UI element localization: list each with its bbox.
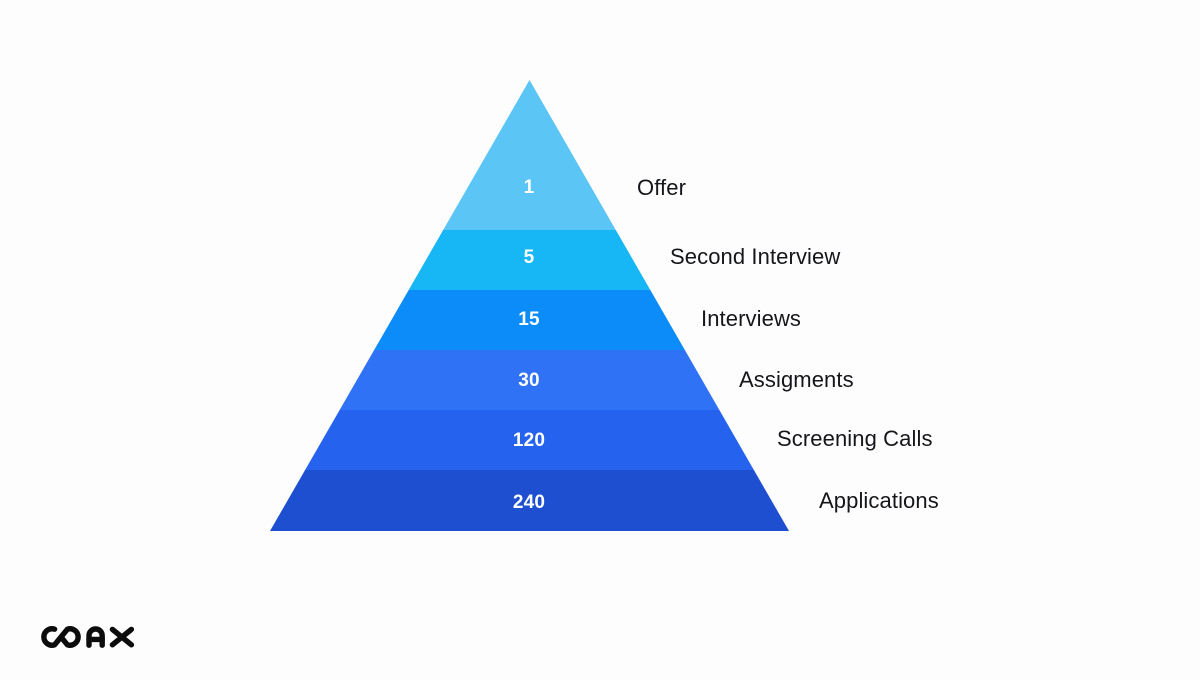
pyramid-band-assigments[interactable] <box>270 350 789 410</box>
pyramid-band-screening-calls[interactable] <box>270 410 789 470</box>
coax-logo-mark <box>41 626 135 648</box>
pyramid-svg <box>270 80 789 531</box>
funnel-pyramid-chart <box>270 80 789 531</box>
coax-logo <box>36 622 140 652</box>
pyramid-band-applications[interactable] <box>270 470 789 531</box>
pyramid-band-offer[interactable] <box>270 80 789 230</box>
stage-label-applications: Applications <box>819 488 939 513</box>
pyramid-band-interviews[interactable] <box>270 290 789 350</box>
pyramid-band-second-interview[interactable] <box>270 230 789 290</box>
stage-label-screening-calls: Screening Calls <box>777 426 933 451</box>
